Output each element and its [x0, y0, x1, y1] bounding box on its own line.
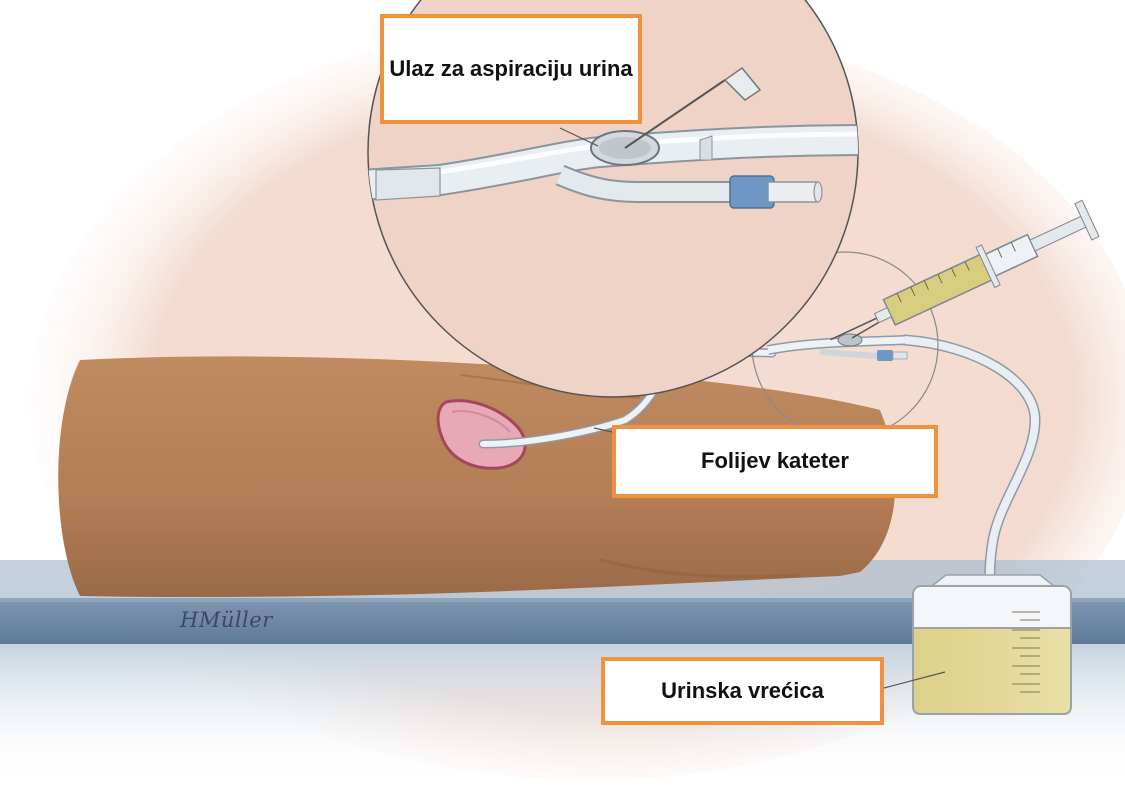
- label-foley-catheter: Folijev kateter: [612, 425, 938, 498]
- artist-signature: HMüller: [180, 608, 273, 632]
- label-urine-bag: Urinska vrećica: [601, 657, 884, 725]
- label-aspiration-port: Ulaz za aspiraciju urina: [380, 14, 642, 124]
- label-foley-catheter-text: Folijev kateter: [701, 444, 849, 478]
- label-urine-bag-text: Urinska vrećica: [661, 674, 824, 708]
- urine-bag: [884, 575, 1071, 714]
- label-aspiration-port-text: Ulaz za aspiraciju urina: [389, 52, 632, 86]
